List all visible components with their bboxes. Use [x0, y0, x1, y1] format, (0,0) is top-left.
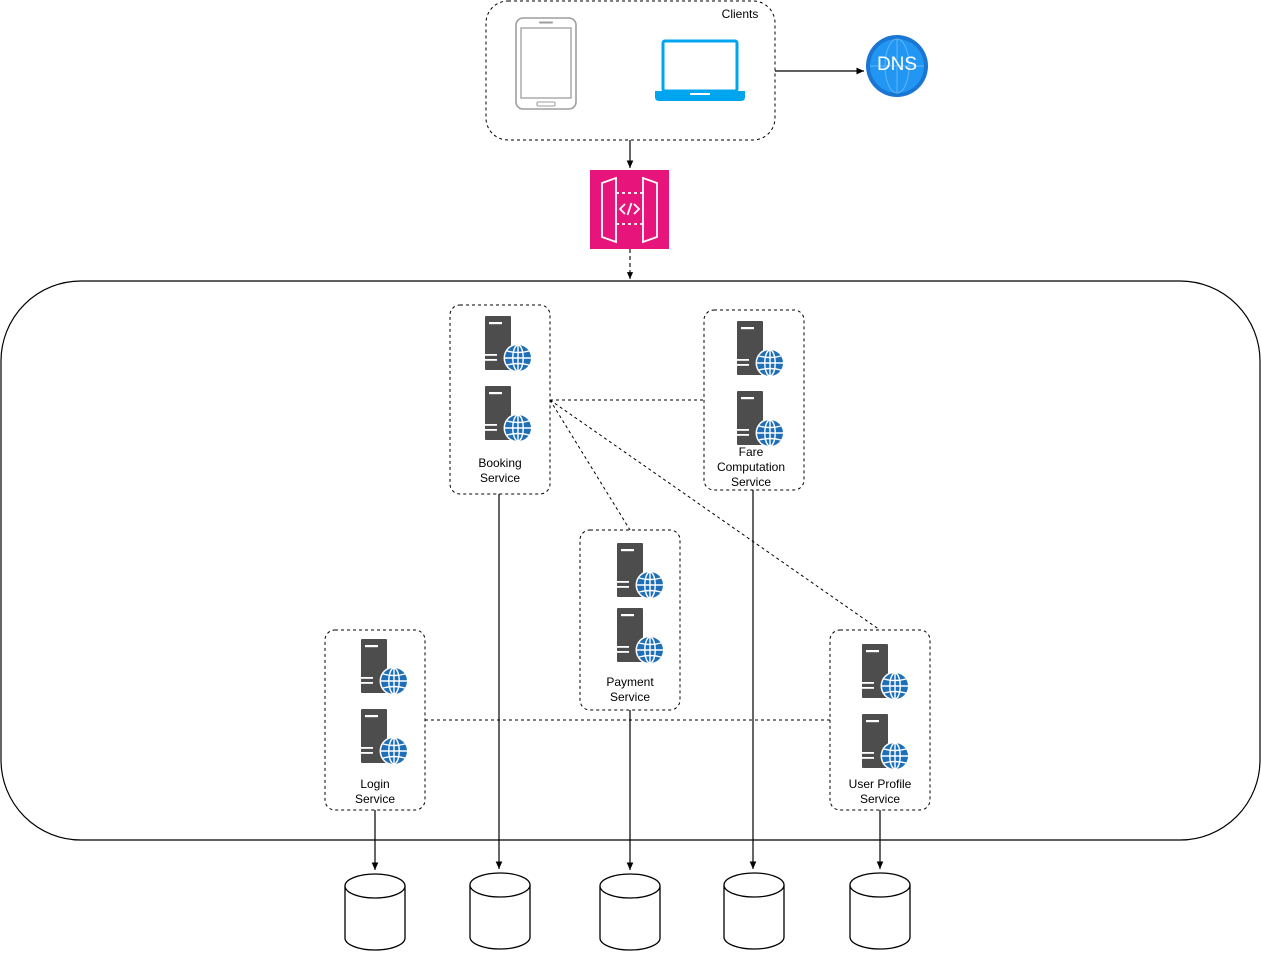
userprofile-service-label: User Profile Service: [832, 777, 928, 807]
dns-label: DNS: [866, 52, 928, 78]
login-service-label: Login Service: [327, 777, 423, 807]
fare-database-icon: [723, 872, 785, 950]
fare-service-label: Fare Computation Service: [704, 445, 798, 490]
phone-icon: [515, 17, 577, 110]
payment-label-line2: Service: [609, 690, 650, 704]
login-label-line1: Login: [360, 777, 390, 791]
booking-label-line1: Booking: [478, 456, 522, 470]
fare-label-line2: Computation: [716, 460, 786, 474]
clients-label-text: Clients: [721, 7, 759, 21]
clients-label: Clients: [700, 7, 780, 22]
api-gateway-icon: [590, 170, 669, 249]
userprofile-label-line1: User Profile: [848, 777, 912, 791]
userprofile-database-icon: [849, 872, 911, 950]
fare-label-line1: Fare: [738, 445, 764, 459]
booking-label-line2: Service: [479, 471, 520, 485]
login-label-line2: Service: [354, 792, 395, 806]
booking-payment-link: [549, 399, 631, 531]
booking-database-icon: [469, 872, 531, 950]
fare-label-line3: Service: [730, 475, 771, 489]
payment-database-icon: [599, 873, 661, 951]
userprofile-label-line2: Service: [859, 792, 900, 806]
booking-userprofile-link: [549, 399, 881, 631]
payment-service-label: Payment Service: [582, 675, 678, 705]
dns-label-text: DNS: [876, 54, 918, 75]
login-database-icon: [344, 873, 406, 951]
dns-icon: [866, 35, 928, 97]
laptop-icon: [655, 39, 745, 101]
booking-service-label: Booking Service: [452, 456, 548, 486]
payment-label-line1: Payment: [606, 675, 654, 689]
